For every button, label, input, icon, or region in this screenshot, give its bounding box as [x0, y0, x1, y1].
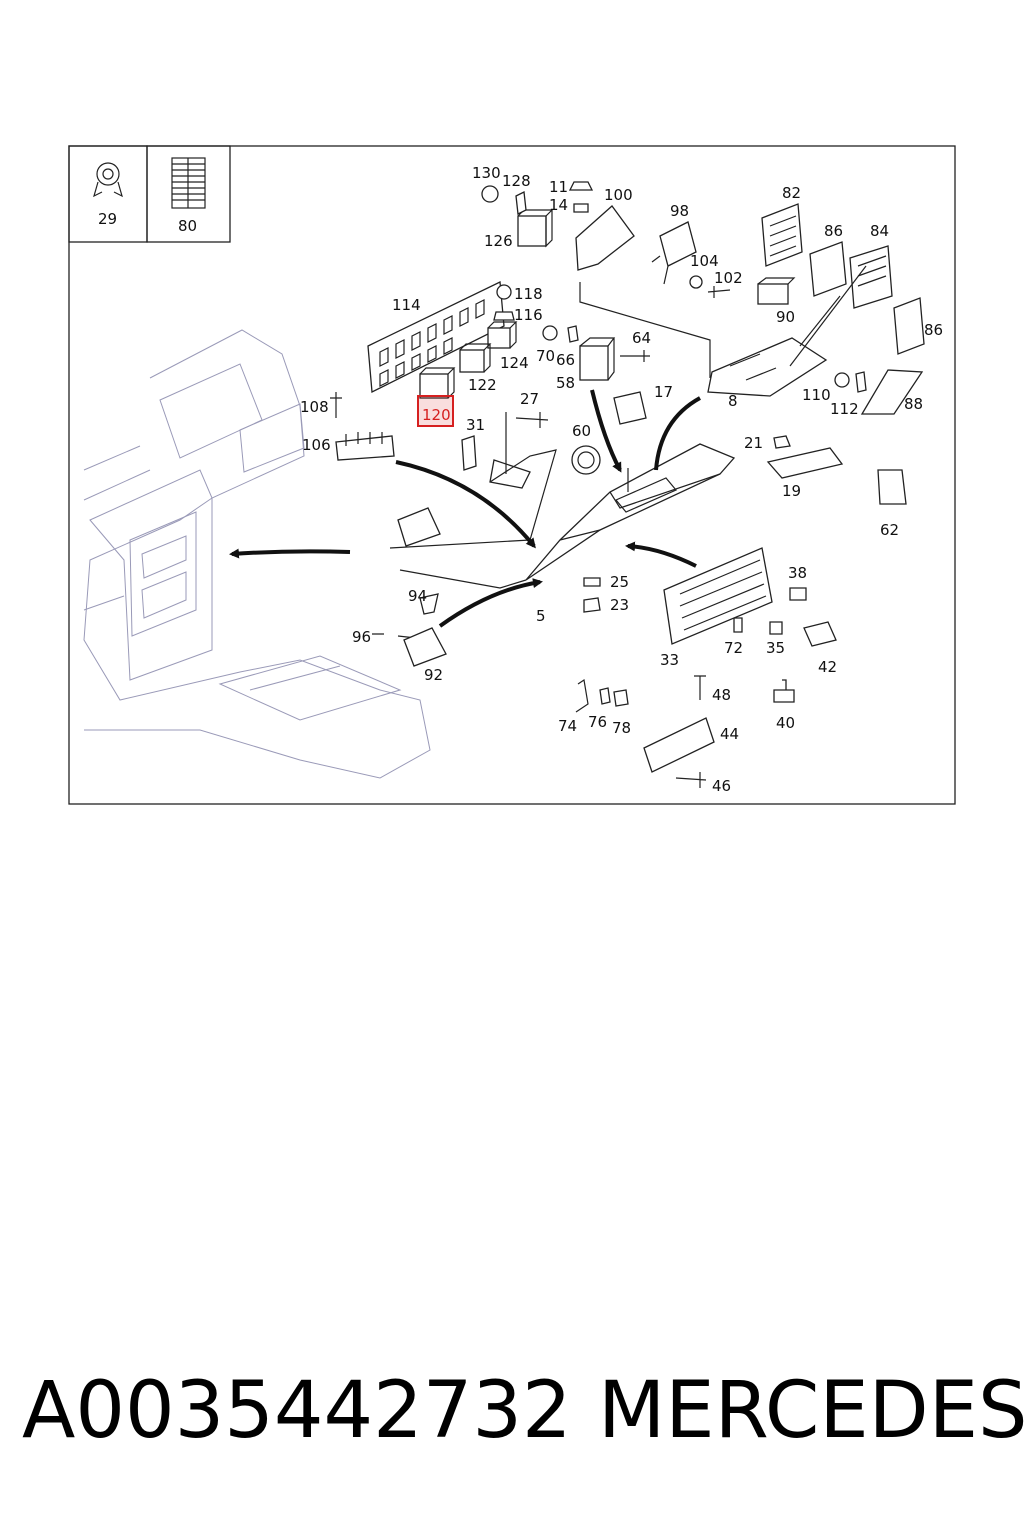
part-label: 114	[392, 296, 421, 314]
part-label: 5	[536, 607, 546, 625]
part-label: 64	[632, 329, 651, 347]
diagram-frame	[68, 145, 956, 805]
part-label: 46	[712, 777, 731, 795]
part-label: 84	[870, 222, 889, 240]
fuse-box	[643, 717, 715, 773]
guide-lines	[505, 265, 867, 492]
bracket	[489, 459, 531, 489]
part-label: 14	[549, 196, 568, 214]
part-label: 42	[818, 658, 837, 676]
legend-box: 29 80	[68, 145, 231, 243]
part-label: 74	[558, 717, 577, 735]
fuse-box	[663, 547, 773, 645]
bracket	[860, 369, 924, 415]
part-label: 86	[824, 222, 843, 240]
part-label: 98	[670, 202, 689, 220]
relay	[459, 343, 492, 373]
relay	[761, 203, 803, 267]
part-label: 102	[714, 269, 743, 287]
bracket	[575, 205, 635, 271]
bracket	[707, 337, 828, 397]
part-label: 88	[904, 395, 923, 413]
part-label: 21	[744, 434, 763, 452]
carrier-plate	[389, 443, 736, 589]
part-label: 38	[788, 564, 807, 582]
part-label: 120	[422, 406, 451, 424]
part-label: 70	[536, 347, 555, 365]
relay	[579, 337, 616, 381]
bracket	[335, 432, 395, 461]
part-label: 72	[724, 639, 743, 657]
hose-clamp-icon	[93, 162, 123, 198]
part-label: 31	[466, 416, 485, 434]
part-label: 62	[880, 521, 899, 539]
highlight-box	[417, 395, 454, 427]
part-label: 82	[782, 184, 801, 202]
part-label: 122	[468, 376, 497, 394]
part-label: 104	[690, 252, 719, 270]
part-label: 96	[352, 628, 371, 646]
part-label: 40	[776, 714, 795, 732]
relay	[651, 221, 697, 285]
fasteners	[330, 181, 907, 788]
part-label: 124	[500, 354, 529, 372]
part-label: 17	[654, 383, 673, 401]
part-label: 27	[520, 390, 539, 408]
relay-panel	[367, 281, 505, 394]
grid-sheet-icon	[171, 157, 206, 209]
part-label: 130	[472, 164, 501, 182]
part-label: 100	[604, 186, 633, 204]
part-label: 116	[514, 306, 543, 324]
part-label: 126	[484, 232, 513, 250]
legend-number: 29	[98, 210, 117, 228]
relay	[517, 209, 554, 248]
part-label: 86	[924, 321, 943, 339]
part-label: 11	[549, 178, 568, 196]
part-label: 92	[424, 666, 443, 684]
part-label: 76	[588, 713, 607, 731]
part-label: 110	[802, 386, 831, 404]
part-label: 78	[612, 719, 631, 737]
relay	[849, 245, 893, 309]
part-label: 8	[728, 392, 738, 410]
part-label: 94	[408, 587, 427, 605]
part-label: 25	[610, 573, 629, 591]
relay	[419, 367, 456, 399]
relay	[757, 277, 796, 305]
part-number-caption: A0035442732	[22, 1366, 572, 1456]
part-label: 19	[782, 482, 801, 500]
legend-number: 80	[178, 217, 197, 235]
part-label: 44	[720, 725, 739, 743]
bracket	[766, 447, 844, 479]
part-label: 128	[502, 172, 531, 190]
part-label: 48	[712, 686, 731, 704]
part-label: 23	[610, 596, 629, 614]
part-label: 58	[556, 374, 575, 392]
part-label: 35	[766, 639, 785, 657]
part-labels: 130 128 11 14 100 98 82 86 84 126 104 10…	[300, 164, 943, 795]
relay	[893, 297, 925, 355]
relay	[487, 321, 518, 349]
part-label: 108	[300, 398, 329, 416]
brand-caption: MERCEDES	[598, 1366, 1024, 1456]
part-label: 112	[830, 400, 859, 418]
part-label: 33	[660, 651, 679, 669]
part-label: 90	[776, 308, 795, 326]
part-label: 66	[556, 351, 575, 369]
arrows	[229, 389, 701, 628]
part-label: 60	[572, 422, 591, 440]
dashboard-outline	[83, 329, 431, 779]
part-label: 106	[302, 436, 331, 454]
relay	[809, 241, 847, 297]
part-label: 118	[514, 285, 543, 303]
bracket	[397, 507, 441, 547]
